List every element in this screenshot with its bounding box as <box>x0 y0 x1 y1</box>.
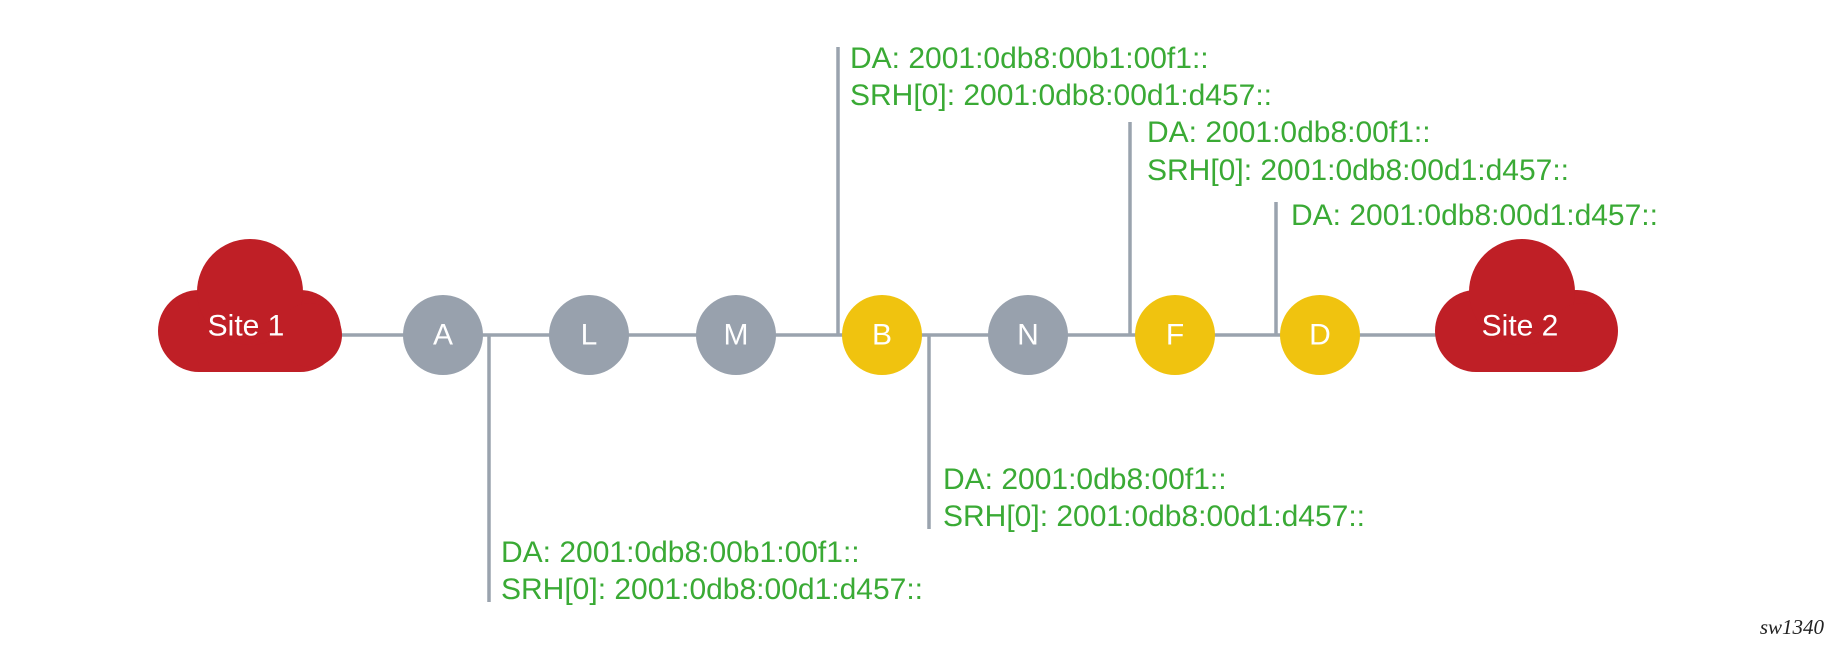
header-da: DA: 2001:0db8:00b1:00f1:: <box>850 42 1209 75</box>
site-1-cloud: Site 1 <box>158 239 342 372</box>
node-label: F <box>1166 319 1184 352</box>
node-circle <box>1280 295 1360 375</box>
header-da: DA: 2001:0db8:00f1:: <box>1147 116 1431 149</box>
node-a: A <box>403 295 483 375</box>
node-label: B <box>872 319 892 352</box>
header-b-to-n: DA: 2001:0db8:00f1:: SRH[0]: 2001:0db8:0… <box>943 463 1365 533</box>
site-2-cloud: Site 2 <box>1435 239 1618 372</box>
node-label: D <box>1309 319 1331 352</box>
header-srh: SRH[0]: 2001:0db8:00d1:d457:: <box>1147 154 1569 187</box>
node-label: A <box>433 319 453 352</box>
node-circle <box>842 295 922 375</box>
header-srh: SRH[0]: 2001:0db8:00d1:d457:: <box>850 79 1272 112</box>
node-m: M <box>696 295 776 375</box>
node-circle <box>696 295 776 375</box>
header-srh: SRH[0]: 2001:0db8:00d1:d457:: <box>501 573 923 606</box>
header-srh: SRH[0]: 2001:0db8:00d1:d457:: <box>943 500 1365 533</box>
header-da: DA: 2001:0db8:00b1:00f1:: <box>501 536 860 569</box>
figure-id: sw1340 <box>1760 615 1825 639</box>
node-f: F <box>1135 295 1215 375</box>
header-f-to-d: DA: 2001:0db8:00d1:d457:: <box>1291 199 1658 232</box>
site-2-label: Site 2 <box>1482 310 1559 343</box>
cloud-icon <box>1435 239 1618 372</box>
node-label: N <box>1017 319 1039 352</box>
node-b: B <box>842 295 922 375</box>
site-1-label: Site 1 <box>208 310 285 343</box>
header-da: DA: 2001:0db8:00f1:: <box>943 463 1227 496</box>
node-n: N <box>988 295 1068 375</box>
node-circle <box>549 295 629 375</box>
node-label: M <box>724 319 749 352</box>
node-circle <box>988 295 1068 375</box>
node-label: L <box>581 319 598 352</box>
node-l: L <box>549 295 629 375</box>
header-da: DA: 2001:0db8:00d1:d457:: <box>1291 199 1658 232</box>
header-m-to-b: DA: 2001:0db8:00b1:00f1:: SRH[0]: 2001:0… <box>850 42 1272 112</box>
header-n-to-f: DA: 2001:0db8:00f1:: SRH[0]: 2001:0db8:0… <box>1147 116 1569 187</box>
cloud-icon <box>158 239 342 372</box>
node-circle <box>1135 295 1215 375</box>
header-a-to-l: DA: 2001:0db8:00b1:00f1:: SRH[0]: 2001:0… <box>501 536 923 606</box>
node-circle <box>403 295 483 375</box>
node-d: D <box>1280 295 1360 375</box>
